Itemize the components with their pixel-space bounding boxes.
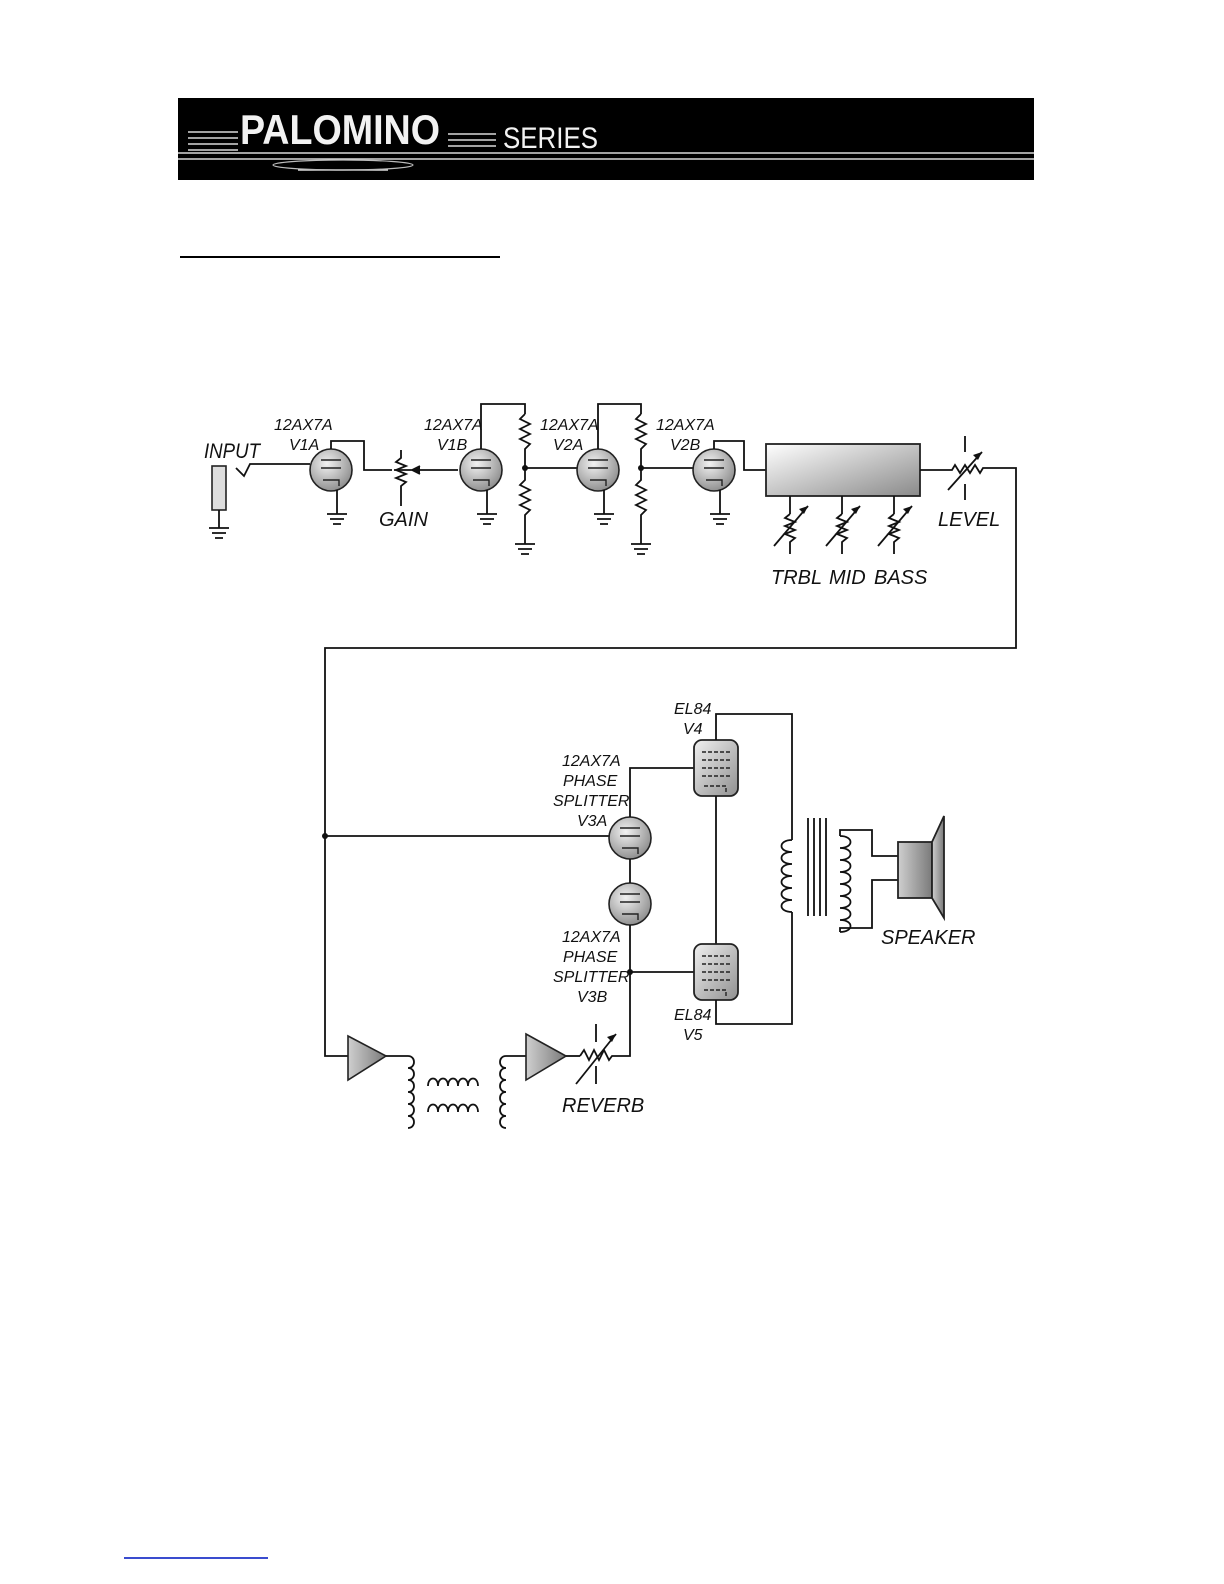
tube-v2b bbox=[693, 441, 766, 524]
banner-series: SERIES bbox=[503, 122, 598, 155]
label-v2b-name: V2B bbox=[670, 437, 701, 454]
palomino-series-banner: PALOMINO SERIES bbox=[178, 98, 1034, 180]
label-v3b-type: 12AX7A bbox=[562, 929, 621, 946]
label-v1b-name: V1B bbox=[437, 437, 468, 454]
tone-stack-block bbox=[766, 444, 920, 496]
plate-resistor-v1b bbox=[515, 414, 578, 554]
label-v3a-splitter: SPLITTER bbox=[553, 793, 630, 810]
label-v2b-type: 12AX7A bbox=[656, 417, 715, 434]
footer-link-underline[interactable] bbox=[124, 1557, 268, 1559]
label-v2a-name: V2A bbox=[553, 437, 583, 454]
input-jack bbox=[209, 464, 310, 538]
mid-pot bbox=[826, 506, 860, 554]
label-v2a-type: 12AX7A bbox=[540, 417, 599, 434]
gain-potentiometer bbox=[392, 450, 458, 506]
label-v1a-type: 12AX7A bbox=[274, 417, 333, 434]
label-reverb: REVERB bbox=[562, 1095, 644, 1117]
label-v1b-type: 12AX7A bbox=[424, 417, 483, 434]
speaker-icon bbox=[898, 816, 944, 918]
label-bass: BASS bbox=[874, 567, 928, 589]
label-mid: MID bbox=[829, 567, 866, 589]
bass-pot bbox=[878, 506, 912, 554]
reverb-return-amplifier bbox=[526, 1034, 580, 1080]
label-v4-name: V4 bbox=[683, 721, 703, 738]
label-v3a-phase: PHASE bbox=[563, 773, 618, 790]
reverb-tank bbox=[408, 1056, 526, 1128]
label-input: INPUT bbox=[204, 440, 262, 463]
tube-v3a bbox=[609, 768, 694, 859]
label-v1a-name: V1A bbox=[289, 437, 319, 454]
label-v3a-type: 12AX7A bbox=[562, 753, 621, 770]
output-transformer bbox=[782, 818, 899, 932]
reverb-send-amplifier bbox=[348, 1036, 408, 1080]
label-v3b-phase: PHASE bbox=[563, 949, 618, 966]
label-v5-name: V5 bbox=[683, 1027, 703, 1044]
label-v3b-name: V3B bbox=[577, 989, 608, 1006]
reverb-potentiometer bbox=[576, 1024, 620, 1084]
section-title-underline bbox=[180, 256, 500, 258]
label-v3b-splitter: SPLITTER bbox=[553, 969, 630, 986]
banner-brand: PALOMINO bbox=[240, 106, 440, 153]
level-potentiometer bbox=[325, 436, 1016, 1056]
label-speaker: SPEAKER bbox=[881, 927, 975, 949]
label-level: LEVEL bbox=[938, 509, 1000, 531]
tube-v4 bbox=[694, 714, 792, 944]
plate-resistor-v2a bbox=[631, 414, 694, 554]
label-v5-type: EL84 bbox=[674, 1007, 711, 1024]
label-v4-type: EL84 bbox=[674, 701, 711, 718]
amp-block-schematic: INPUT 12AX7A V1A GAIN 12AX7A V1B 12AX7A … bbox=[0, 380, 1224, 1160]
label-gain: GAIN bbox=[379, 509, 428, 531]
label-v3a-name: V3A bbox=[577, 813, 607, 830]
treble-pot bbox=[774, 506, 808, 554]
label-trbl: TRBL bbox=[771, 567, 822, 589]
